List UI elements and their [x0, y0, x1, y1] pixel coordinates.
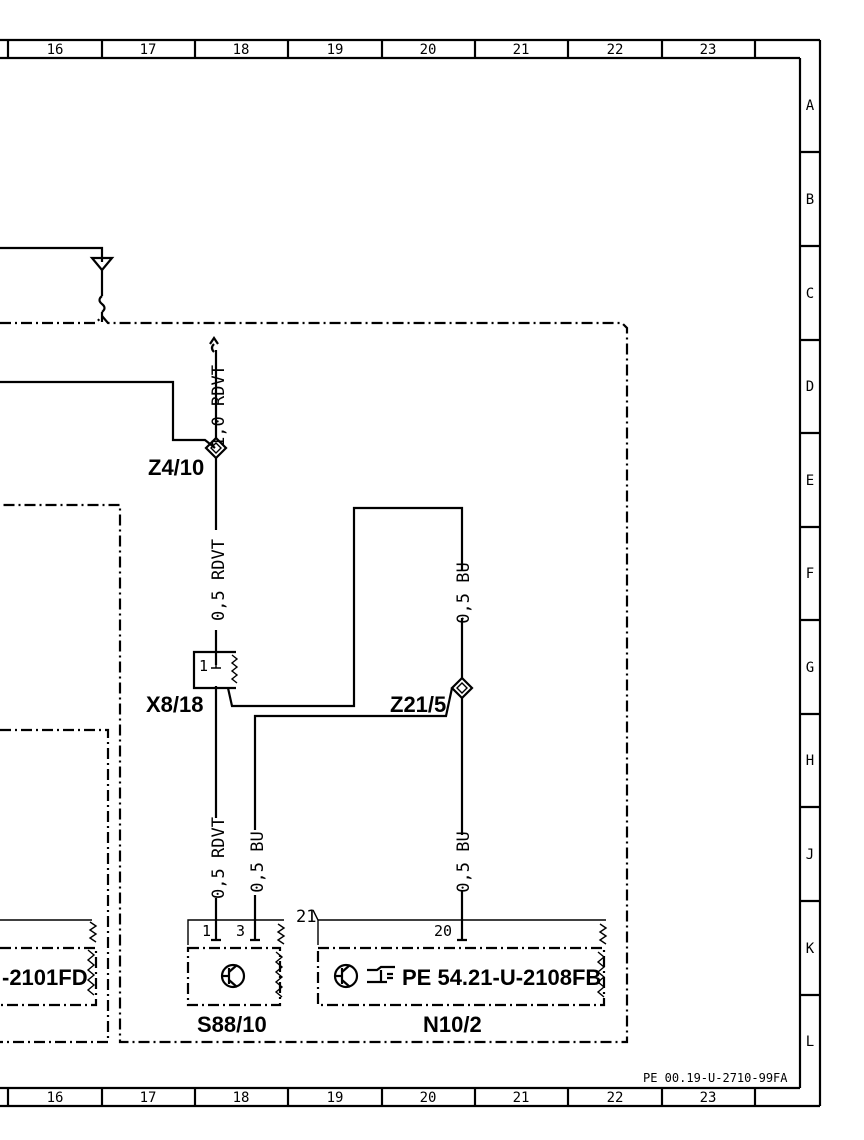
pin-symbol-icon [250, 935, 260, 942]
component-label-n10-2: N10/2 [423, 1012, 482, 1037]
col-label: 21 [513, 1090, 530, 1106]
bu-wire-branch [253, 687, 454, 830]
shield-zigzag-icon [276, 923, 286, 945]
pin-label: 1 [199, 657, 208, 675]
wire-label-bottom-rdvt: 0,5 RDVT [209, 817, 229, 899]
row-labels: A B C D E F G H J K L [806, 98, 815, 1050]
row-label: C [806, 286, 814, 302]
wire-label-top-rdvt: 1,0 RDVT [209, 365, 229, 447]
row-label: D [806, 379, 814, 395]
col-label: 22 [607, 1090, 624, 1106]
col-label: 23 [700, 1090, 717, 1106]
shield-zigzag-icon [230, 654, 239, 684]
enclosure-main [0, 314, 629, 1044]
col-label: 20 [420, 42, 437, 58]
row-label: J [806, 847, 814, 863]
col-label: 18 [233, 42, 250, 58]
row-label: F [806, 566, 814, 582]
pin-symbol-icon [457, 935, 467, 942]
shield-zigzag-icon [274, 951, 284, 998]
splice-z21-5 [450, 676, 474, 700]
component-left-partial: -2101FD [0, 919, 98, 1007]
row-label: L [806, 1034, 814, 1050]
shield-zigzag-icon [596, 951, 606, 998]
wire-label-bottom-bu-left: 0,5 BU [248, 831, 268, 892]
component-label-s88-10: S88/10 [197, 1012, 267, 1037]
col-label: 17 [140, 1090, 157, 1106]
pin-symbol-icon [211, 664, 221, 669]
row-label: B [806, 192, 814, 208]
wire-d-row [0, 380, 216, 449]
col-label: 23 [700, 42, 717, 58]
break-symbol-icon [98, 295, 106, 313]
col-label: 16 [47, 42, 64, 58]
column-labels-top: 16 17 18 19 20 21 22 23 [47, 42, 717, 58]
row-label: G [806, 660, 814, 676]
col-label: 16 [47, 1090, 64, 1106]
row-label: H [806, 753, 814, 769]
splice-z4-10 [204, 436, 228, 460]
wire-continuation-arrow-icon [209, 336, 219, 353]
rdvt-wire [209, 336, 219, 935]
wire-label-mid-rdvt: 0,5 RDVT [209, 539, 229, 621]
col-label: 21 [513, 42, 530, 58]
col-label: 19 [327, 42, 344, 58]
document-reference: PE 00.19-U-2710-99FA [643, 1071, 788, 1085]
component-ref-left: -2101FD [2, 965, 88, 990]
col-label: 22 [607, 42, 624, 58]
shield-zigzag-icon [598, 923, 608, 945]
sensor-symbol-icon [333, 963, 359, 989]
sensor-symbol-icon [220, 963, 246, 989]
ground-symbol-icon [89, 256, 115, 272]
col-label: 17 [140, 42, 157, 58]
shield-zigzag-icon [88, 921, 98, 943]
pin-label: 1 [202, 922, 211, 940]
column-labels-bottom: 16 17 18 19 20 21 22 23 [47, 1090, 717, 1106]
enclosure-left-inner [0, 728, 110, 1044]
col-label: 18 [233, 1090, 250, 1106]
pin-label: 20 [434, 922, 452, 940]
shield-zigzag-icon [86, 949, 96, 996]
component-n10-2: 21 20 PE 54.21-U-2108FB [296, 907, 608, 1007]
row-label: A [806, 98, 815, 114]
component-label-z4-10: Z4/10 [148, 455, 204, 480]
connector-x8-18: 1 [192, 506, 464, 708]
pin-label: 3 [236, 922, 245, 940]
component-ref-pe: PE 54.21-U-2108FB [402, 965, 601, 990]
col-label: 19 [327, 1090, 344, 1106]
row-label: E [806, 473, 814, 489]
wire-label-bottom-bu-right: 0,5 BU [454, 831, 474, 892]
component-label-x8-18: X8/18 [146, 692, 204, 717]
row-label: K [806, 941, 815, 957]
component-s88-10: 1 3 [186, 919, 286, 1007]
frame [0, 38, 822, 1108]
pointing-hand-icon [367, 965, 395, 984]
component-label-z21-5: Z21/5 [390, 692, 446, 717]
pin-label: 21 [296, 907, 316, 927]
col-label: 20 [420, 1090, 437, 1106]
pin-symbol-icon [211, 935, 221, 942]
wire-label-mid-bu: 0,5 BU [454, 562, 474, 623]
top-feed-wire [0, 246, 115, 322]
